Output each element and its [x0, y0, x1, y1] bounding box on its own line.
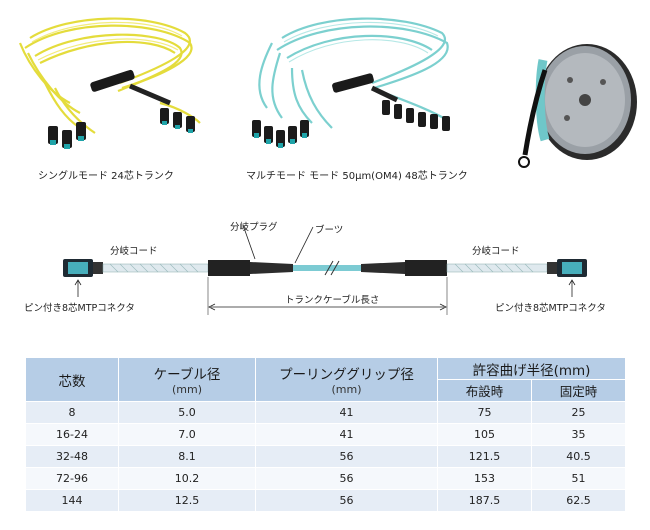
cell-cable-diameter: 10.2	[118, 467, 256, 490]
cell-pulling-grip: 41	[255, 423, 438, 446]
right-branch-cord-label: 分岐コード	[472, 246, 520, 257]
cell-installing: 105	[437, 423, 532, 446]
right-branch-plug	[405, 260, 447, 276]
header-cores: 芯数	[25, 357, 119, 402]
header-cable-diameter-label: ケーブル径	[153, 367, 221, 383]
cell-pulling-grip: 56	[255, 489, 438, 512]
cell-cable-diameter: 8.1	[118, 445, 256, 468]
multi-mode-caption: マルチモード モード 50μm(OM4) 48芯トランク	[246, 171, 468, 182]
cell-cores: 8	[25, 401, 119, 424]
table-row: 16-24 7.0 41 105 35	[25, 423, 626, 446]
cell-cable-diameter: 7.0	[118, 423, 256, 446]
single-mode-caption: シングルモード 24芯トランク	[38, 171, 174, 182]
cell-cable-diameter: 5.0	[118, 401, 256, 424]
cell-installing: 153	[437, 467, 532, 490]
header-fixed: 固定時	[531, 379, 626, 402]
cell-fixed: 51	[531, 467, 626, 490]
trunk-cable	[293, 265, 361, 271]
trunk-length-label: トランクケーブル長さ	[283, 292, 382, 306]
cell-pulling-grip: 56	[255, 467, 438, 490]
header-installing: 布設時	[437, 379, 532, 402]
cell-fixed: 62.5	[531, 489, 626, 512]
left-branch-cord	[102, 263, 209, 273]
diagram-svg	[63, 224, 587, 315]
table-row: 144 12.5 56 187.5 62.5	[25, 489, 626, 512]
cable-reel-photo	[515, 30, 640, 180]
trunk-cable-diagram	[55, 215, 615, 325]
header-pulling-grip-label: プーリンググリップ径	[279, 367, 414, 383]
cell-cores: 72-96	[25, 467, 119, 490]
cell-fixed: 40.5	[531, 445, 626, 468]
multi-mode-photo	[222, 8, 462, 163]
header-cable-diameter: ケーブル径 (mm)	[118, 357, 256, 402]
cell-cores: 16-24	[25, 423, 119, 446]
left-boot	[250, 262, 293, 274]
right-boot	[361, 262, 405, 274]
spec-table: 芯数 ケーブル径 (mm) プーリンググリップ径 (mm) 許容曲げ半径(mm)…	[25, 357, 626, 512]
branch-plug-label: 分岐プラグ	[230, 222, 278, 233]
left-branch-plug	[208, 260, 250, 276]
table-row: 32-48 8.1 56 121.5 40.5	[25, 445, 626, 468]
header-pulling-grip: プーリンググリップ径 (mm)	[255, 357, 438, 402]
reel-illustration	[518, 44, 637, 168]
boot-label: ブーツ	[315, 225, 344, 236]
cell-cores: 32-48	[25, 445, 119, 468]
table-row: 8 5.0 41 75 25	[25, 401, 626, 424]
cell-pulling-grip: 56	[255, 445, 438, 468]
cell-cores: 144	[25, 489, 119, 512]
header-pulling-grip-unit: (mm)	[331, 383, 362, 396]
cell-installing: 121.5	[437, 445, 532, 468]
yellow-cable-illustration	[18, 17, 201, 149]
cell-installing: 75	[437, 401, 532, 424]
right-connector-label: ピン付き8芯MTPコネクタ	[495, 303, 606, 314]
left-connector-label: ピン付き8芯MTPコネクタ	[24, 303, 135, 314]
aqua-cable-illustration	[252, 17, 450, 148]
cell-fixed: 25	[531, 401, 626, 424]
cell-pulling-grip: 41	[255, 401, 438, 424]
header-bend-radius: 許容曲げ半径(mm)	[437, 357, 626, 380]
cell-installing: 187.5	[437, 489, 532, 512]
cell-cable-diameter: 12.5	[118, 489, 256, 512]
left-branch-cord-label: 分岐コード	[110, 246, 158, 257]
cell-fixed: 35	[531, 423, 626, 446]
header-cable-diameter-unit: (mm)	[171, 383, 202, 396]
single-mode-photo	[10, 8, 210, 163]
table-row: 72-96 10.2 56 153 51	[25, 467, 626, 490]
